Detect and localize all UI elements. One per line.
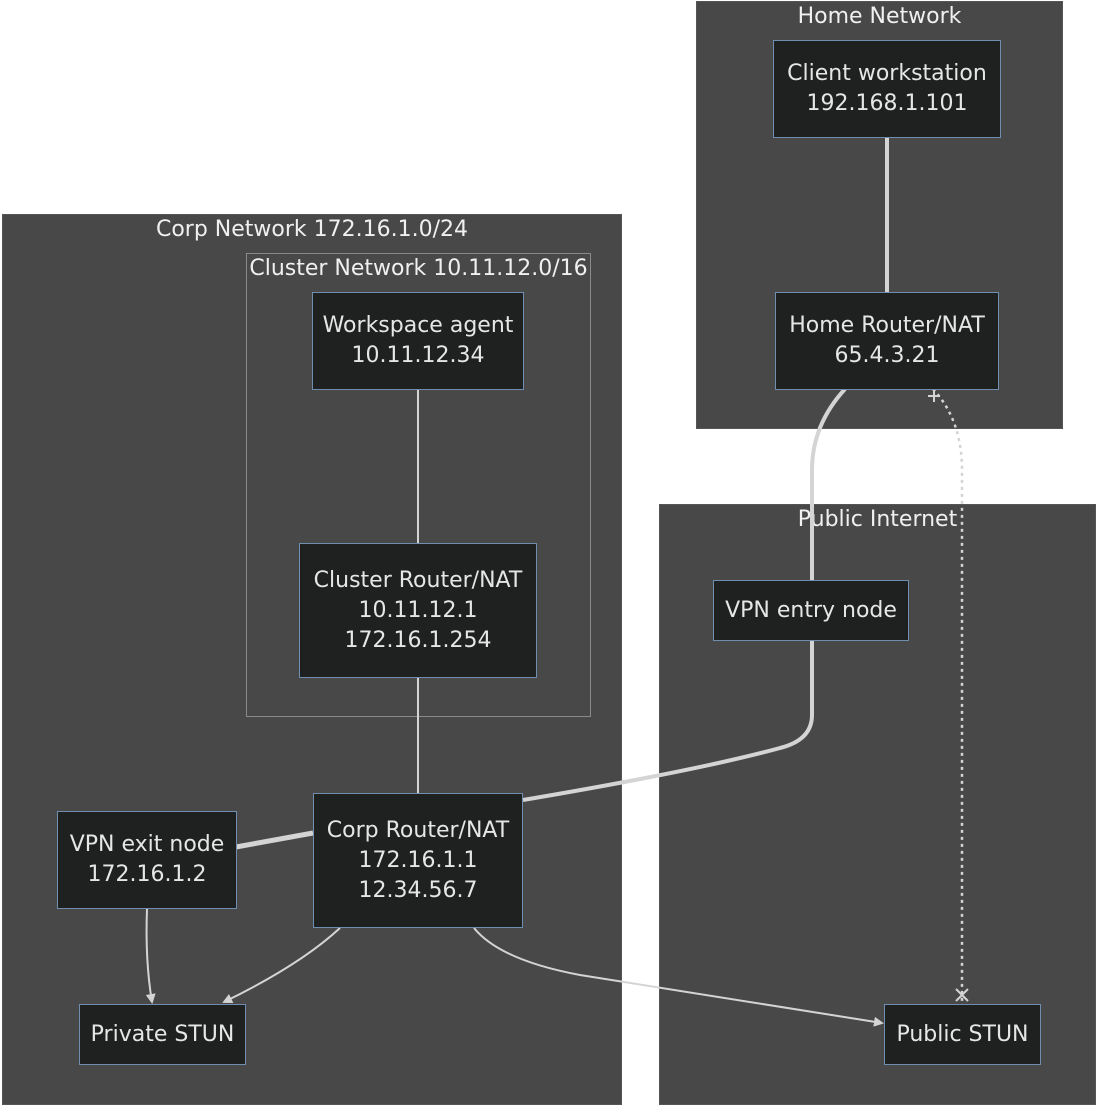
cross-marker-home-router [928, 390, 940, 402]
node-workspace-agent[interactable]: Workspace agent 10.11.12.34 [312, 292, 524, 390]
node-client-label: Client workstation [787, 61, 987, 86]
cluster-title-public: Public Internet [797, 507, 958, 532]
node-vpn-exit[interactable]: VPN exit node 172.16.1.2 [57, 811, 237, 909]
node-cluster-router-ip2: 172.16.1.254 [344, 627, 492, 653]
node-client-workstation[interactable]: Client workstation 192.168.1.101 [773, 40, 1001, 138]
cluster-title-corp: Corp Network 172.16.1.0/24 [155, 217, 469, 242]
edge-corp-router-vpn-exit [235, 830, 314, 850]
node-vpn-exit-label: VPN exit node [69, 832, 225, 857]
node-public-stun[interactable]: Public STUN [884, 1004, 1041, 1065]
node-private-stun-label: Private STUN [90, 1021, 235, 1047]
node-corp-router-ip1: 172.16.1.1 [358, 847, 478, 873]
node-private-stun[interactable]: Private STUN [79, 1004, 246, 1065]
edge-corp-router-private-stun [222, 927, 341, 1003]
cluster-title-home: Home Network [797, 4, 962, 29]
node-cluster-router[interactable]: Cluster Router/NAT 10.11.12.1 172.16.1.2… [299, 543, 537, 678]
node-vpn-exit-ip: 172.16.1.2 [87, 862, 207, 887]
node-workspace-agent-ip: 10.11.12.34 [351, 343, 485, 368]
node-public-stun-label: Public STUN [896, 1021, 1029, 1047]
edge-corp-router-public-stun [473, 927, 884, 1027]
edge-vpn-entry-corp-router [522, 641, 814, 802]
cluster-title-cluster: Cluster Network 10.11.12.0/16 [249, 256, 588, 281]
node-corp-router-ip2: 12.34.56.7 [358, 877, 478, 903]
node-vpn-entry[interactable]: VPN entry node [713, 580, 909, 641]
node-home-router-ip: 65.4.3.21 [834, 343, 940, 368]
node-cluster-router-ip1: 10.11.12.1 [358, 597, 478, 623]
node-vpn-entry-label: VPN entry node [725, 597, 897, 623]
edge-home-router-vpn-entry [810, 387, 847, 580]
node-corp-router-label: Corp Router/NAT [326, 817, 510, 843]
edge-home-router-public-stun-dotted [932, 388, 964, 1004]
node-home-router-label: Home Router/NAT [789, 313, 985, 338]
edge-vpn-exit-private-stun [145, 908, 156, 1004]
node-corp-router[interactable]: Corp Router/NAT 172.16.1.1 12.34.56.7 [313, 793, 523, 928]
node-workspace-agent-label: Workspace agent [322, 313, 514, 338]
node-cluster-router-label: Cluster Router/NAT [313, 567, 523, 593]
node-home-router[interactable]: Home Router/NAT 65.4.3.21 [775, 292, 999, 390]
node-client-ip: 192.168.1.101 [806, 91, 968, 116]
cross-marker-public-stun [955, 988, 969, 1002]
